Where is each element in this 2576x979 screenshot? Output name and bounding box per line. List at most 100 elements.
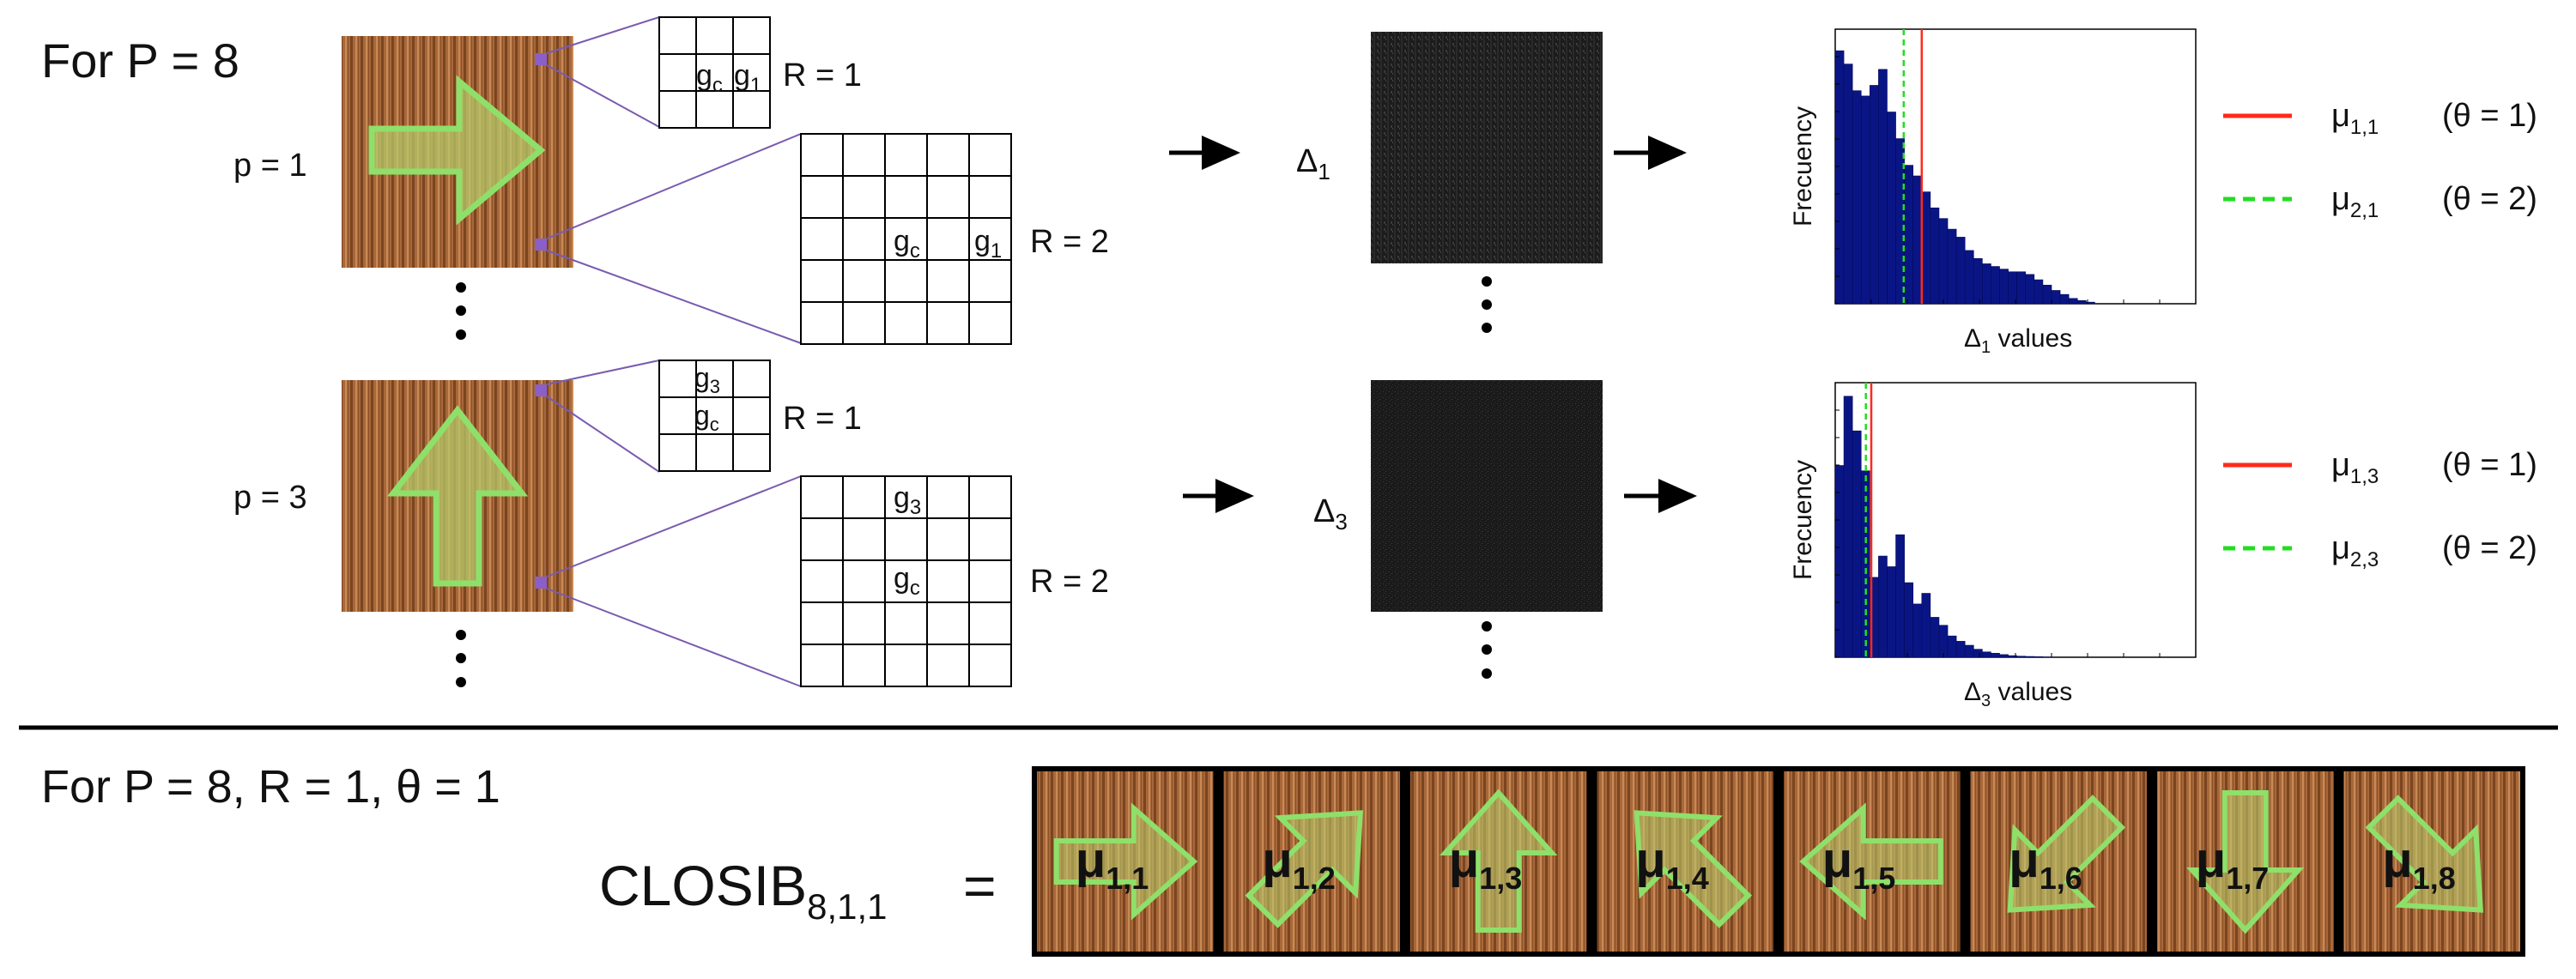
- hist-bar: [1947, 635, 1957, 658]
- cell-label-gc: gc: [894, 225, 920, 263]
- legend-p1: μ1,1(θ = 1)μ2,1(θ = 2): [2223, 98, 2537, 222]
- connector-line: [546, 360, 660, 385]
- legend-label: μ1,3: [2331, 447, 2379, 488]
- hist-bar: [1982, 263, 1991, 305]
- legend-theta: (θ = 2): [2442, 181, 2537, 217]
- texture-image-p3: [342, 380, 573, 612]
- hist-bar: [2059, 293, 2070, 305]
- hist-bar: [1938, 625, 1949, 658]
- hist-bar: [2016, 271, 2027, 305]
- neighborhood-grid-r1-p3: [658, 360, 771, 472]
- connector-line: [546, 64, 660, 128]
- closib-cell: μ1,8: [2343, 771, 2520, 952]
- hist-bar: [1834, 50, 1845, 305]
- hist-bar: [1947, 228, 1957, 305]
- neighborhood-grid-r1-p1: [658, 16, 771, 129]
- hist-bar: [2025, 656, 2035, 658]
- hist-bar: [1843, 63, 1853, 305]
- closib-cell: μ1,5: [1784, 771, 1961, 952]
- hist-bar: [1964, 644, 1974, 658]
- cell-label-gc: gc: [894, 562, 920, 600]
- hist-bar: [1930, 207, 1940, 305]
- hist-bar: [1973, 257, 1983, 305]
- hist-bar: [1982, 651, 1991, 658]
- closib-mu-label: μ1,3: [1449, 832, 1523, 896]
- closib-mu-label: μ1,6: [2009, 832, 2082, 896]
- closib-cell: μ1,4: [1597, 771, 1773, 952]
- hist-bar: [1999, 269, 2009, 305]
- cell-label-g3: g3: [894, 481, 921, 519]
- hist-ylabel: Frecuency: [1789, 106, 1817, 227]
- vertical-ellipsis: [456, 282, 466, 340]
- arrow-down-left-icon: [2007, 795, 2126, 913]
- radius-label: R = 2: [1030, 564, 1109, 600]
- neighborhood-grid-r2-p1: [800, 133, 1012, 345]
- hist-bar: [1904, 582, 1914, 658]
- hist-bar: [1921, 593, 1931, 658]
- hist-bar: [1878, 555, 1888, 658]
- closib-mu-label: μ1,4: [1635, 832, 1709, 896]
- closib-mu-label: μ1,8: [2382, 832, 2456, 896]
- arrow-down-right-icon: [2365, 795, 2484, 913]
- connector-line: [546, 133, 802, 239]
- hist-bar: [2086, 301, 2095, 305]
- hist-bar: [1834, 465, 1845, 658]
- cell-label-g1: g1: [974, 225, 1002, 263]
- closib-cell: μ1,2: [1223, 771, 1400, 952]
- closib-mu-label: μ1,2: [1262, 832, 1336, 896]
- pixel-marker-small: [535, 53, 547, 65]
- radius-label: R = 1: [783, 401, 862, 437]
- hist-bar: [1887, 112, 1896, 305]
- pixel-marker-small: [535, 384, 547, 396]
- hist-bar: [2076, 299, 2087, 305]
- arrow-left-icon: [1799, 802, 1943, 921]
- hist-bar: [1843, 396, 1853, 658]
- hist-bar: [1895, 534, 1905, 658]
- hist-bar: [1964, 250, 1974, 305]
- hist-bar: [1991, 653, 2000, 658]
- arrow-right-icon: [368, 75, 546, 226]
- hist-bar: [2025, 274, 2035, 305]
- grid-frame: [658, 360, 771, 472]
- closib-cell: μ1,1: [1037, 771, 1214, 952]
- closib-mu-label: μ1,1: [1076, 832, 1149, 896]
- vertical-ellipsis: [1482, 276, 1492, 333]
- legend-theta: (θ = 2): [2442, 530, 2537, 566]
- p3-label: p = 3: [233, 480, 307, 516]
- connector-line: [546, 475, 802, 577]
- hist-bar: [1991, 266, 2000, 305]
- hist-bar: [2034, 656, 2044, 658]
- pixel-marker-large: [535, 239, 547, 251]
- hist-bar: [1930, 617, 1940, 658]
- connector-line: [546, 16, 660, 54]
- closib-mu-label: μ1,5: [1822, 832, 1896, 896]
- cell-label-gc: gc: [694, 400, 719, 435]
- hist-bar: [1955, 237, 1966, 305]
- vertical-ellipsis: [456, 630, 466, 687]
- closib-label: CLOSIB8,1,1: [599, 854, 888, 927]
- hist-bar: [1887, 566, 1896, 658]
- delta-image-p1: [1371, 32, 1603, 263]
- arrow-up-icon: [386, 405, 529, 587]
- hist-bar: [1912, 175, 1923, 305]
- radius-label: R = 2: [1030, 224, 1109, 260]
- arrow-up-right-icon: [1245, 810, 1364, 928]
- hist-bar: [1912, 603, 1923, 658]
- hist-bar: [2034, 279, 2044, 305]
- hist-bar: [1999, 654, 2009, 658]
- hist-xlabel: Δ3 values: [1964, 678, 2072, 710]
- legend-label: μ2,3: [2331, 530, 2379, 571]
- closib-cell: μ1,3: [1410, 771, 1587, 952]
- hist-bar: [2042, 284, 2052, 305]
- vertical-ellipsis: [1482, 621, 1492, 679]
- hist-bar: [1852, 430, 1862, 658]
- legend-theta: (θ = 1): [2442, 98, 2537, 134]
- arrow-up-left-icon: [1633, 810, 1753, 928]
- legend-label: μ2,1: [2331, 181, 2379, 222]
- hist-bar: [1904, 165, 1914, 305]
- p1-label: p = 1: [233, 148, 307, 184]
